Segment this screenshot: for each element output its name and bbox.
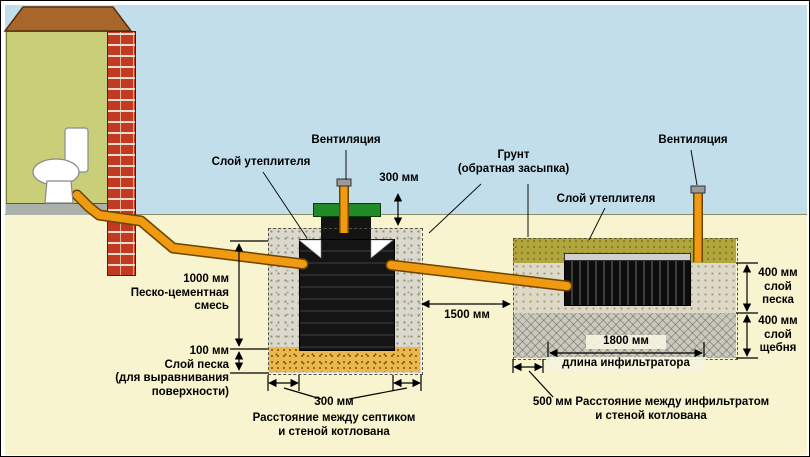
septic-pit-sand-layer [269,347,420,372]
label-infiltrator-gap-500mm: 500 мм Расстояние между инфильтратом и с… [532,396,770,422]
label-ventilation-left: Вентиляция [311,134,381,146]
house-wall [6,31,109,205]
label-gravel-layer-400mm: 400 мм слой щебня [758,315,798,355]
label-infiltrator-length-1800mm: 1800 мм [586,335,666,349]
label-septic-gap-300mm: 300 мм [314,396,354,408]
label-cover-depth-300mm: 300 мм [379,172,419,184]
label-insulation-left: Слой утеплителя [211,156,311,168]
sky-background [5,5,807,214]
septic-tank-neck [321,214,371,241]
label-ventilation-right: Вентиляция [658,134,728,146]
infiltrator-top-plate [564,253,691,261]
label-pit-spacing-1500mm: 1500 мм [444,309,490,321]
label-septic-gap-caption: Расстояние между септиком и стеной котло… [252,412,416,438]
label-sand-layer-400mm: 400 мм слой песка [758,267,798,307]
label-soil-backfill: Грунт (обратная засыпка) [457,149,570,175]
label-leveling-sand-100mm: 100 мм Слой песка (для выравнивания пове… [115,345,229,398]
septic-tank-body [299,239,395,351]
label-infiltrator-length-caption: длина инфильтратора [546,357,706,371]
label-sand-cement-1000mm: 1000 мм Песко-цементная смесь [130,273,229,313]
brick-wall [107,31,136,276]
septic-tank-lid [313,203,381,217]
label-insulation-right: Слой утеплителя [556,193,656,205]
